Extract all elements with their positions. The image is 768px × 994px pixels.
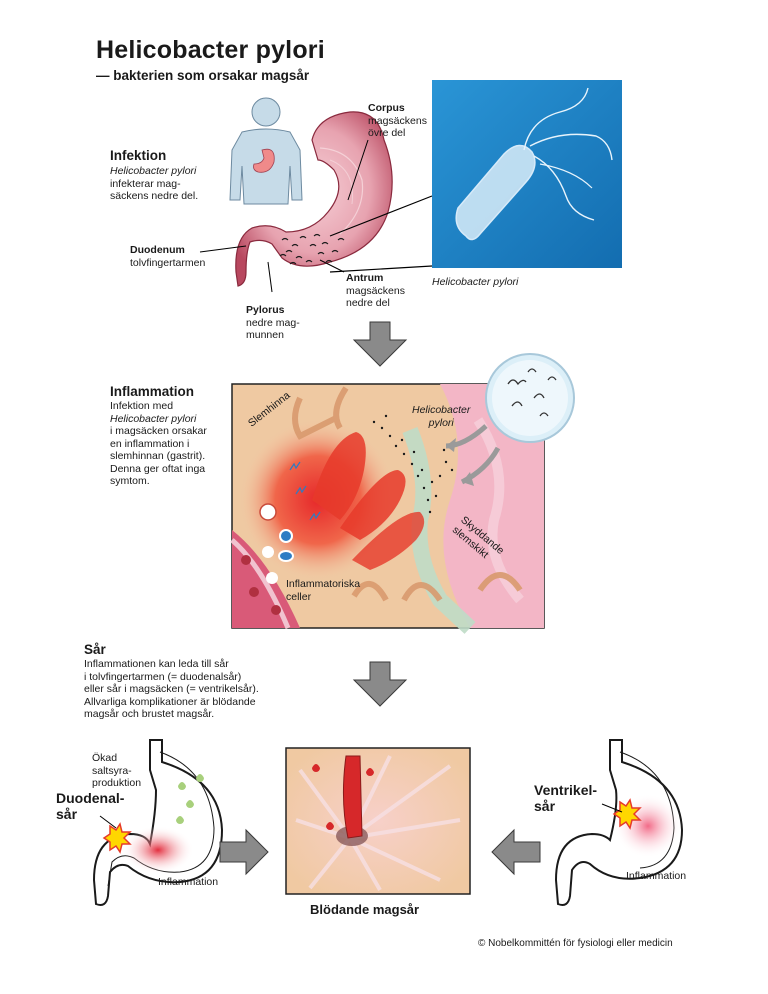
antrum-leader bbox=[319, 259, 345, 273]
bacteria-cluster bbox=[279, 233, 345, 265]
sar-heading: Sår bbox=[84, 642, 106, 657]
panel-hp-line: Helicobacter bbox=[412, 404, 471, 416]
pylorus-desc: nedre mag- bbox=[246, 316, 300, 329]
panel-hp-label: Helicobacter pylori bbox=[412, 404, 470, 429]
right-stomach bbox=[554, 739, 684, 906]
pylorus-label: Pylorus nedre mag- munnen bbox=[246, 304, 300, 342]
sar-line: magsår och brustet magsår. bbox=[84, 708, 215, 720]
duodenum-leader bbox=[199, 245, 247, 253]
antrum-desc: nedre del bbox=[346, 297, 390, 309]
inflammation-text: Infektion med Helicobacter pylori i mags… bbox=[110, 400, 207, 488]
sar-line: Inflammationen kan leda till sår bbox=[84, 658, 229, 670]
stomach-illustration bbox=[235, 111, 393, 287]
duodenum-desc: tolvfingertarmen bbox=[130, 256, 206, 269]
duodenal-line: sår bbox=[56, 806, 78, 822]
mini-stomach bbox=[253, 148, 275, 173]
panel-hp-line: pylori bbox=[428, 416, 454, 429]
sar-line: i tolvfingertarmen (= duodenalsår) bbox=[84, 670, 242, 683]
page-subtitle: — bakterien som orsakar magsår bbox=[96, 68, 310, 83]
magnifier-bubble bbox=[485, 353, 575, 443]
photo-caption: Helicobacter pylori bbox=[432, 276, 519, 288]
cells-label: Inflammatoriska celler bbox=[286, 578, 360, 603]
sar-text: Inflammationen kan leda till sår i tolvf… bbox=[84, 658, 259, 721]
inflammation-left-label: Inflammation bbox=[158, 876, 219, 888]
copyright-credit: © Nobelkommittén för fysiologi eller med… bbox=[478, 938, 673, 949]
corpus-title: Corpus bbox=[368, 102, 405, 114]
okad-line: saltsyra- bbox=[92, 764, 132, 777]
duodenum-label: Duodenum tolvfingertarmen bbox=[130, 244, 205, 269]
duodenum-title: Duodenum bbox=[130, 244, 185, 256]
bleeding-caption: Blödande magsår bbox=[310, 902, 420, 917]
inflammation-line: en inflammation i bbox=[110, 437, 190, 450]
pylorus-desc: munnen bbox=[246, 329, 284, 341]
inflammation-line: i magsäcken orsakar bbox=[110, 425, 207, 437]
corpus-label: Corpus magsäckens övre del bbox=[368, 102, 427, 140]
panel-bacteria bbox=[372, 414, 454, 514]
inflammation-panel bbox=[230, 383, 545, 634]
pylorus-title: Pylorus bbox=[246, 304, 285, 316]
corpus-desc: magsäckens bbox=[368, 114, 427, 127]
antrum-title: Antrum bbox=[346, 272, 384, 284]
bacterium-photo bbox=[432, 80, 622, 268]
flow-arrow-1 bbox=[352, 321, 408, 367]
inflammation-line: Denna ger oftat inga bbox=[110, 462, 206, 475]
sar-line: Allvarliga komplikationer är blödande bbox=[84, 695, 256, 708]
duodenal-label: Duodenal- sår bbox=[56, 790, 124, 822]
okad-line: produktion bbox=[92, 777, 142, 789]
inflammation-heading: Inflammation bbox=[110, 384, 195, 399]
infektion-text: Helicobacter pylori infekterar mag- säck… bbox=[110, 165, 198, 203]
antrum-desc: magsäckens bbox=[346, 284, 405, 297]
ventrikel-label: Ventrikel- sår bbox=[534, 782, 597, 814]
page-title: Helicobacter pylori bbox=[96, 36, 325, 64]
pylorus-leader bbox=[267, 261, 273, 293]
corpus-desc: övre del bbox=[368, 127, 406, 139]
inflammation-line: slemhinnan (gastrit). bbox=[110, 450, 206, 462]
corpus-leader bbox=[347, 139, 369, 201]
bleeding-ulcer-panel bbox=[285, 747, 471, 895]
okad-label: Ökad saltsyra- produktion bbox=[92, 752, 141, 790]
flow-arrow-right bbox=[219, 828, 269, 876]
flow-arrow-left bbox=[491, 828, 541, 876]
infektion-line: infekterar mag- bbox=[110, 177, 181, 190]
duodenal-line: Duodenal- bbox=[56, 790, 125, 806]
flow-arrow-2 bbox=[352, 661, 408, 707]
cells-line: Inflammatoriska bbox=[286, 578, 361, 590]
infektion-heading: Infektion bbox=[110, 148, 167, 163]
ventrikel-line: sår bbox=[534, 798, 556, 814]
infektion-line: Helicobacter pylori bbox=[110, 165, 197, 177]
infektion-line: säckens nedre del. bbox=[110, 190, 199, 202]
sar-line: eller sår i magsäcken (= ventrikelsår). bbox=[84, 683, 259, 695]
inflammation-line: Helicobacter pylori bbox=[110, 412, 197, 425]
inflammation-line: symtom. bbox=[110, 475, 150, 487]
inflammation-line: Infektion med bbox=[110, 400, 174, 412]
cells-line: celler bbox=[286, 590, 312, 603]
left-stomach bbox=[92, 739, 224, 906]
antrum-label: Antrum magsäckens nedre del bbox=[346, 272, 405, 310]
ventrikel-line: Ventrikel- bbox=[534, 782, 598, 798]
inflammation-right-label: Inflammation bbox=[626, 870, 687, 882]
okad-line: Ökad bbox=[92, 752, 118, 764]
